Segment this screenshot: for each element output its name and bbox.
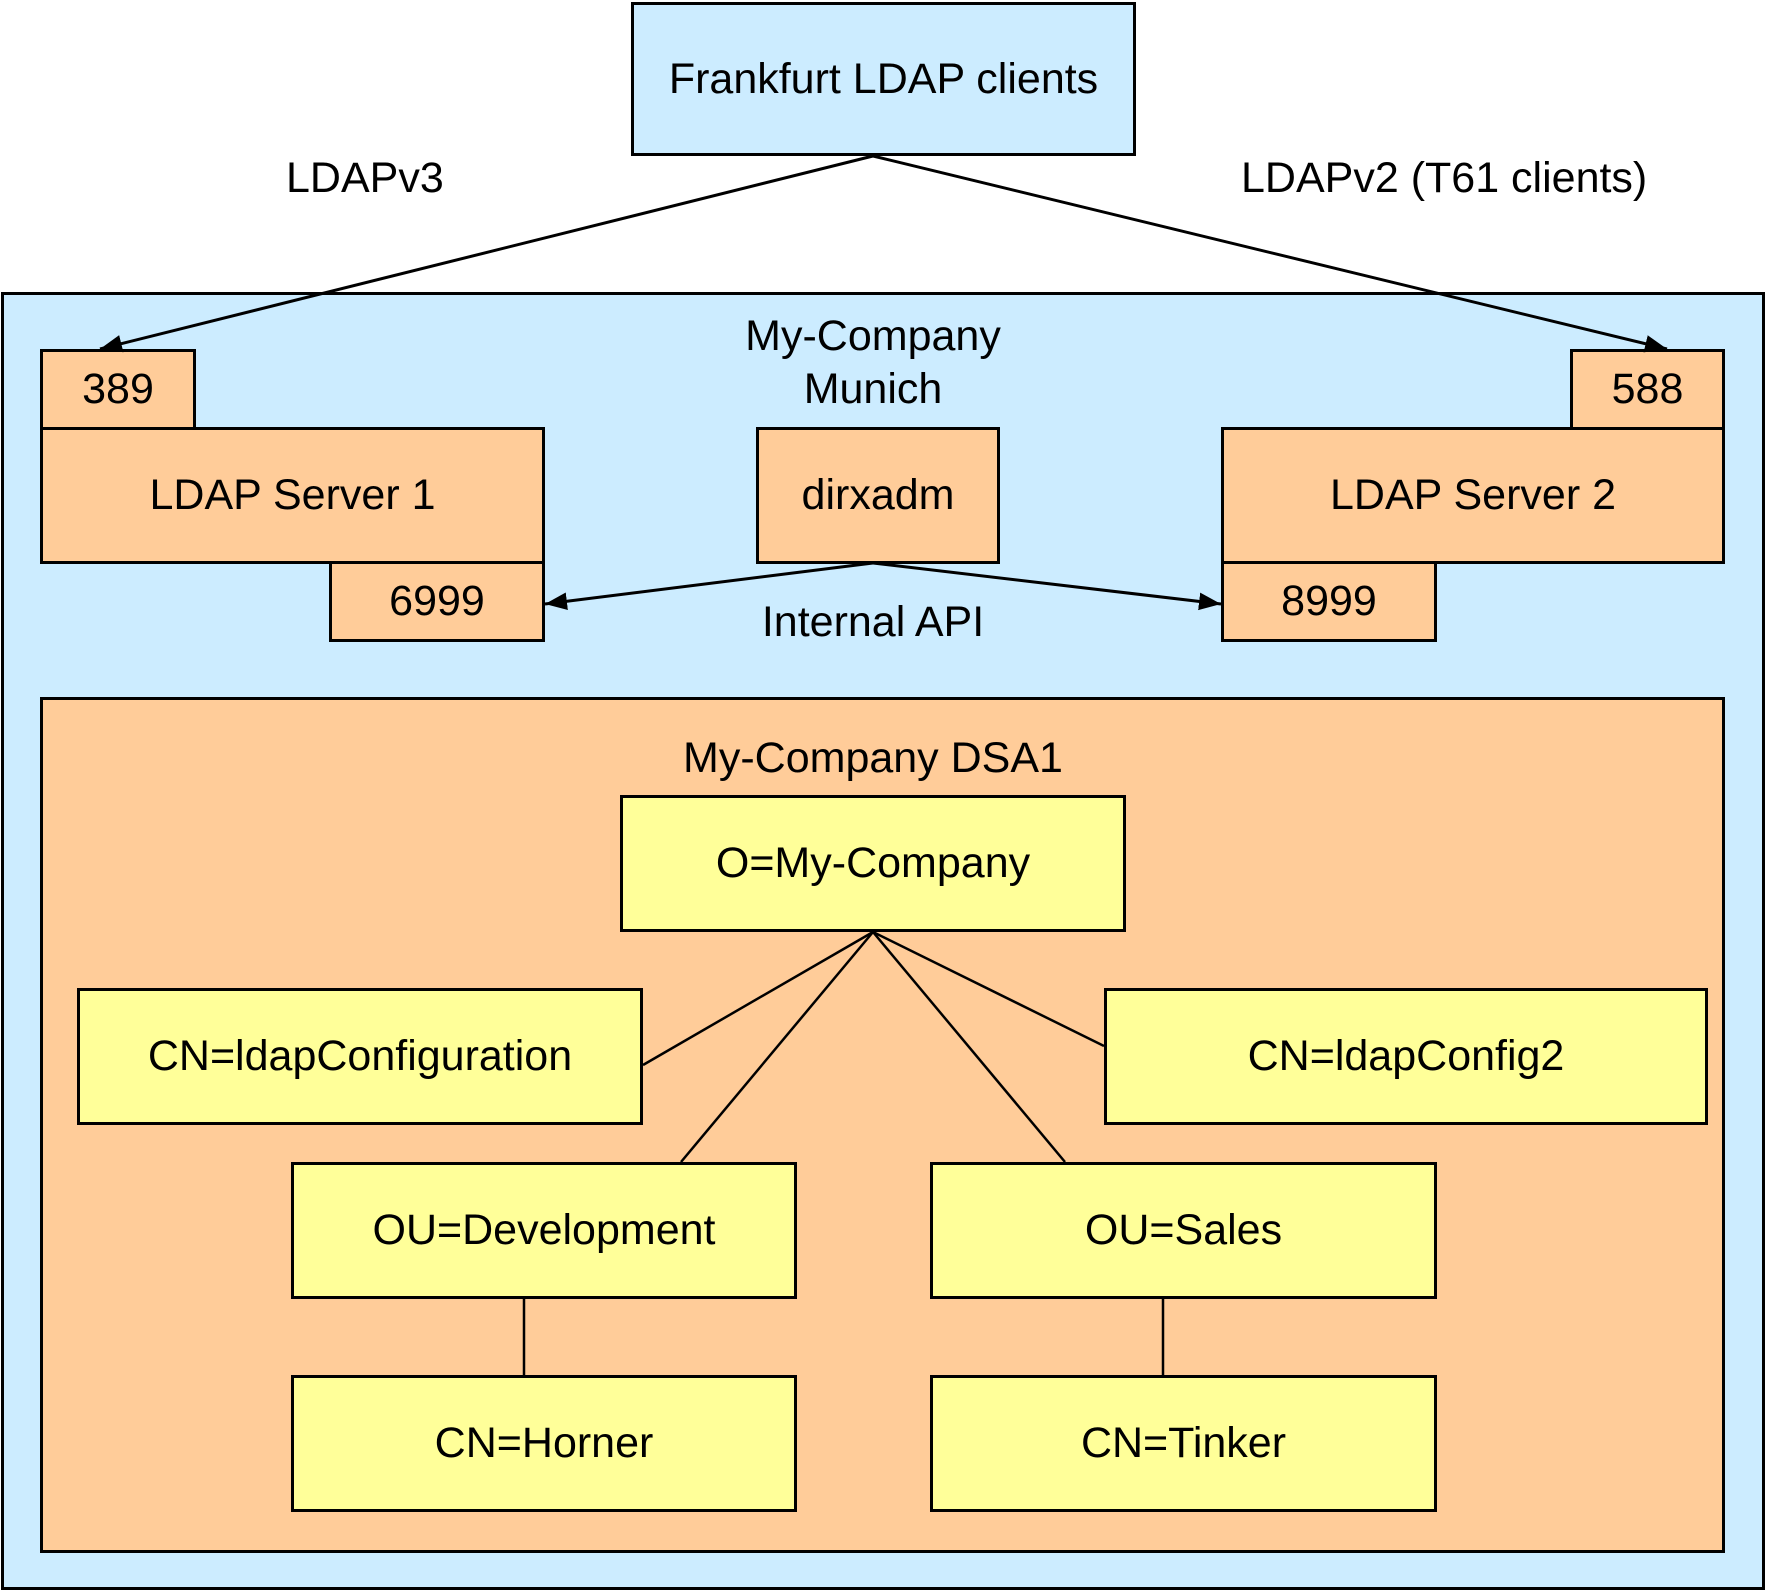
port-8999-box: 8999 (1221, 561, 1437, 642)
ldap-server-1-label: LDAP Server 1 (149, 471, 436, 519)
entry-cn-ldapconfiguration: CN=ldapConfiguration (77, 988, 643, 1125)
site-label: My-Company Munich (673, 310, 1073, 416)
site-label-line2: Munich (803, 365, 943, 413)
entry-o-my-company-label: O=My-Company (715, 839, 1031, 887)
entry-cn-ldapconfiguration-label: CN=ldapConfiguration (147, 1032, 573, 1080)
entry-ou-development-label: OU=Development (372, 1206, 716, 1254)
entry-ou-sales-label: OU=Sales (1084, 1206, 1283, 1254)
port-588-label: 588 (1611, 365, 1684, 413)
entry-ou-sales: OU=Sales (930, 1162, 1437, 1299)
entry-o-my-company: O=My-Company (620, 795, 1126, 932)
ldap-server-2-node: LDAP Server 2 (1221, 427, 1725, 564)
entry-cn-tinker-label: CN=Tinker (1080, 1419, 1287, 1467)
ldap-server-2-label: LDAP Server 2 (1329, 471, 1616, 519)
frankfurt-clients-label: Frankfurt LDAP clients (668, 54, 1099, 103)
site-label-line1: My-Company (745, 312, 1001, 360)
port-8999-label: 8999 (1281, 577, 1377, 625)
entry-cn-tinker: CN=Tinker (930, 1375, 1437, 1512)
protocol-label-ldapv3: LDAPv3 (286, 154, 444, 202)
port-588-box: 588 (1570, 349, 1725, 430)
port-6999-box: 6999 (329, 561, 545, 642)
dirxadm-label: dirxadm (801, 471, 955, 519)
port-389-box: 389 (40, 349, 196, 430)
entry-cn-ldapconfig2: CN=ldapConfig2 (1104, 988, 1708, 1125)
frankfurt-clients-node: Frankfurt LDAP clients (631, 2, 1136, 156)
protocol-label-ldapv2: LDAPv2 (T61 clients) (1241, 154, 1648, 202)
entry-cn-horner-label: CN=Horner (434, 1419, 654, 1467)
ldap-server-1-node: LDAP Server 1 (40, 427, 545, 564)
entry-ou-development: OU=Development (291, 1162, 797, 1299)
port-389-label: 389 (82, 365, 154, 413)
dsa-label: My-Company DSA1 (683, 734, 1063, 782)
dirxadm-node: dirxadm (756, 427, 1000, 564)
port-6999-label: 6999 (389, 577, 485, 625)
entry-cn-ldapconfig2-label: CN=ldapConfig2 (1247, 1032, 1565, 1080)
entry-cn-horner: CN=Horner (291, 1375, 797, 1512)
internal-api-label: Internal API (761, 598, 985, 646)
